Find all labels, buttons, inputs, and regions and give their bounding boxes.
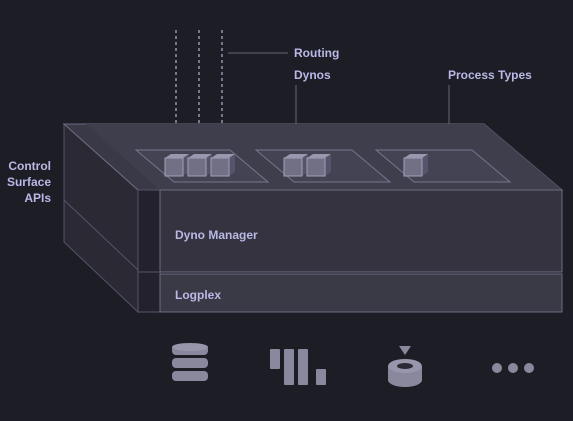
logplex-face: [159, 273, 563, 313]
more-dots-icon: [492, 363, 534, 373]
dyno-cubes: [164, 154, 428, 177]
database-icon: [172, 343, 208, 381]
process-types-label: Process Types: [448, 68, 532, 82]
dyno-cube: [306, 154, 331, 177]
control-surface-line3: APIs: [24, 191, 51, 205]
dyno-cube: [164, 154, 189, 177]
dyno-manager-label: Dyno Manager: [175, 228, 258, 242]
dyno-cube: [187, 154, 212, 177]
platform-front-strip: [137, 189, 161, 313]
dyno-cube: [403, 154, 428, 177]
dynos-label: Dynos: [294, 68, 331, 82]
control-surface-line1: Control: [8, 159, 51, 173]
dyno-cube: [210, 154, 235, 177]
control-surface-line2: Surface: [6, 175, 51, 189]
bar-metrics-icon: [270, 349, 326, 385]
dyno-manager-face: [159, 189, 563, 273]
disk-store-icon: [388, 346, 422, 387]
logplex-label: Logplex: [175, 288, 222, 302]
routing-label: Routing: [294, 46, 340, 60]
dyno-cube: [283, 154, 308, 177]
